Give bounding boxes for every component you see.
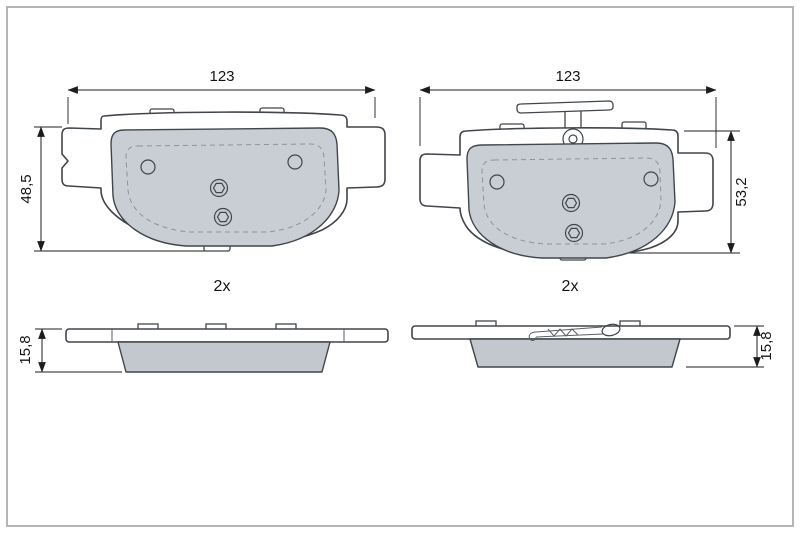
pad-hole — [140, 159, 156, 175]
friction-material — [466, 142, 676, 259]
dimension-label-width-left: 123 — [209, 68, 234, 85]
dimension-width-right: 123 — [419, 68, 717, 148]
fastener-circle — [561, 193, 581, 213]
fastener-symbol — [564, 223, 584, 243]
side-view-left-pad: 15,8 — [17, 323, 389, 373]
pad-hole — [643, 171, 659, 187]
sensor-ring-inner — [568, 134, 578, 144]
chamfer-dashed-line — [481, 157, 662, 245]
fastener-hex — [216, 211, 230, 223]
pin-ring — [601, 323, 621, 337]
dimension-width-left: 123 — [67, 68, 376, 124]
pin-shaft — [535, 333, 604, 338]
front-view-right-pad: 123 53,2 — [419, 68, 750, 295]
fastener-symbol — [561, 193, 581, 213]
quantity-label-left: 2x — [214, 278, 231, 295]
fastener-circle — [213, 207, 233, 227]
image-border — [6, 6, 794, 527]
fastener-hex — [564, 197, 578, 209]
dimension-thickness-left: 15,8 — [17, 328, 122, 373]
fastener-symbol — [209, 178, 229, 198]
dimension-thickness-right: 15,8 — [686, 325, 775, 368]
fastener-hex — [212, 182, 226, 194]
pin-shaft — [535, 326, 603, 333]
friction-material — [110, 127, 340, 247]
quantity-label-right: 2x — [562, 278, 579, 295]
pin-zigzag — [547, 328, 579, 337]
fastener-circle — [209, 178, 229, 198]
friction-material-edge — [117, 341, 331, 373]
fastener-symbol — [213, 207, 233, 227]
dimension-label-height-left: 48,5 — [18, 174, 35, 203]
cotter-pin — [528, 323, 621, 341]
fastener-hex — [567, 227, 581, 239]
dimension-label-width-right: 123 — [555, 68, 580, 85]
friction-material-edge — [469, 338, 681, 368]
dimension-label-thickness-right: 15,8 — [758, 331, 775, 360]
pad-hole — [489, 174, 505, 190]
dimension-label-thickness-left: 15,8 — [17, 335, 34, 364]
backing-plate-edge — [411, 325, 731, 340]
chamfer-dashed-line — [125, 143, 327, 233]
front-view-left-pad: 123 48,5 2x — [18, 68, 386, 295]
backing-plate-edge — [65, 328, 389, 343]
pad-hole — [287, 154, 303, 170]
wear-indicator-blade — [516, 100, 614, 114]
dimension-label-height-right: 53,2 — [733, 177, 750, 206]
pin-hook — [528, 331, 537, 341]
side-view-right-pad: 15,8 — [411, 320, 775, 368]
fastener-circle — [564, 223, 584, 243]
dimension-height-left: 48,5 — [18, 126, 218, 252]
